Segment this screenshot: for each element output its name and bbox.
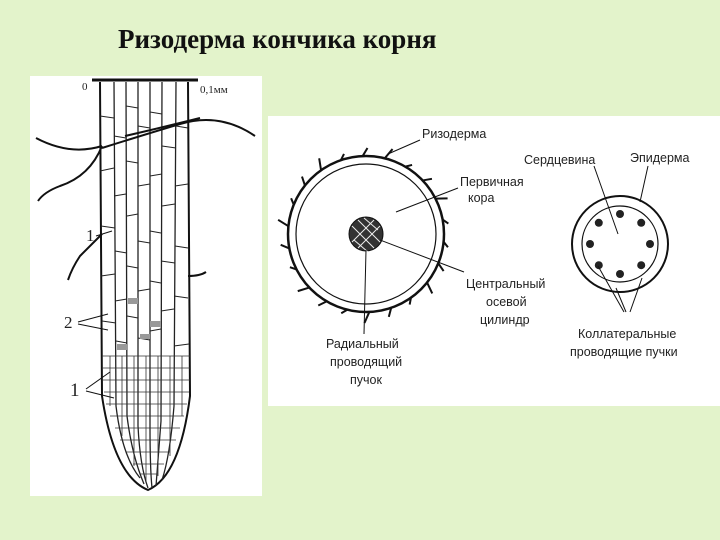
collateral-bundle bbox=[637, 219, 645, 227]
slide-title: Ризодерма кончика корня bbox=[118, 24, 437, 55]
label-primary-cortex-1: Первичная bbox=[460, 175, 524, 189]
pointer-1-top bbox=[96, 231, 112, 236]
root-outline bbox=[100, 82, 190, 490]
label-1-root-hair: 1 bbox=[86, 226, 95, 245]
pointer-2b bbox=[78, 324, 108, 330]
label-2: 2 bbox=[64, 313, 73, 332]
stem-leader-lines bbox=[594, 166, 648, 312]
label-primary-cortex-2: кора bbox=[468, 191, 495, 205]
root-hair-projection bbox=[410, 298, 411, 305]
root-hair-projection bbox=[278, 220, 288, 226]
label-pith: Сердцевина bbox=[524, 153, 595, 167]
scale-end-label: 0,1мм bbox=[200, 84, 228, 96]
scale-zero-label: 0 bbox=[82, 81, 88, 93]
label-central-cylinder-3: цилиндр bbox=[480, 313, 530, 327]
root-hair-projection bbox=[319, 158, 321, 170]
label-radial-bundle-2: проводящий bbox=[330, 355, 402, 369]
label-collateral-bundles-1: Коллатеральные bbox=[578, 327, 676, 341]
root-hairs bbox=[36, 118, 255, 280]
cross-section-drawing: Ризодерма Первичная кора Центральный осе… bbox=[268, 116, 720, 406]
label-collateral-bundles-2: проводящие пучки bbox=[570, 345, 678, 359]
central-cylinder bbox=[349, 217, 383, 251]
label-rhizoderm: Ризодерма bbox=[422, 127, 486, 141]
label-radial-bundle-3: пучок bbox=[350, 373, 382, 387]
root-hair-projection bbox=[427, 283, 432, 294]
root-hair-projection bbox=[341, 310, 347, 314]
collateral-bundles bbox=[586, 210, 654, 278]
label-epiderm: Эпидерма bbox=[630, 151, 690, 165]
root-hair-projection bbox=[364, 312, 369, 323]
collateral-bundle bbox=[646, 240, 654, 248]
root-hair-projection bbox=[318, 301, 326, 305]
root-hair-projection bbox=[423, 179, 432, 181]
root-hair-projection bbox=[291, 198, 294, 204]
root-hair-projection bbox=[405, 165, 412, 167]
root-tip-drawing: 0 0,1мм bbox=[30, 76, 262, 496]
collateral-bundle bbox=[637, 261, 645, 269]
root-stem-cross-section-figure: Ризодерма Первичная кора Центральный осе… bbox=[268, 116, 720, 406]
collateral-bundle bbox=[616, 270, 624, 278]
root-hair-projection bbox=[302, 177, 305, 186]
collateral-bundle bbox=[616, 210, 624, 218]
cell-files bbox=[114, 82, 176, 488]
root-hair-projection bbox=[298, 288, 310, 292]
collateral-bundle bbox=[586, 240, 594, 248]
root-tip-longitudinal-figure: 0 0,1мм bbox=[30, 76, 262, 496]
collateral-bundle bbox=[595, 219, 603, 227]
label-radial-bundle-1: Радиальный bbox=[326, 337, 399, 351]
pointer-1b-a bbox=[86, 372, 110, 389]
label-1-bottom: 1 bbox=[70, 380, 80, 401]
label-central-cylinder-2: осевой bbox=[486, 295, 527, 309]
root-hair-projection bbox=[438, 263, 443, 271]
label-central-cylinder-1: Центральный bbox=[466, 277, 545, 291]
